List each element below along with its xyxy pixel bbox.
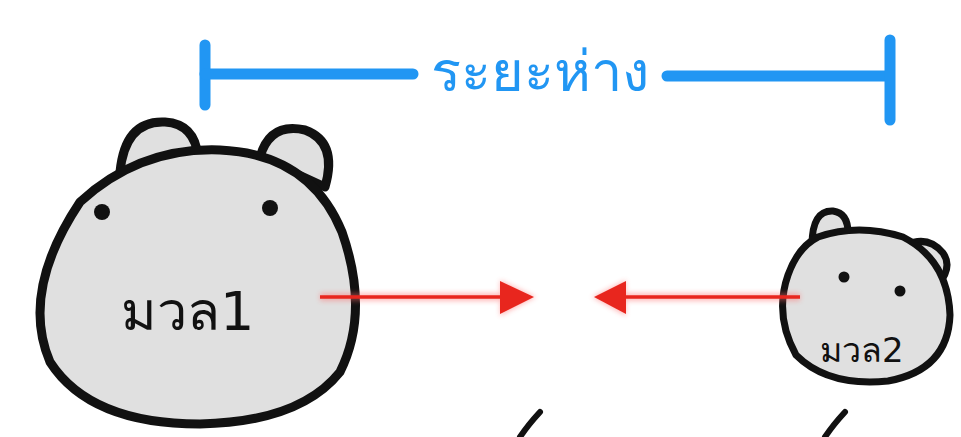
dimension-line (667, 71, 888, 82)
mass-blob: มวล1 (20, 112, 365, 430)
dimension-tick (885, 40, 896, 120)
stroke-fragment (520, 412, 540, 437)
arrow-head (594, 281, 626, 314)
mass-label: มวล1 (121, 282, 254, 341)
force-arrow (320, 295, 510, 299)
dimension-tick (200, 45, 211, 105)
distance-label: ระยะห่าง (427, 41, 653, 103)
mass-blob: มวล2 (778, 205, 954, 387)
stroke-fragment (825, 412, 845, 437)
dimension-line (205, 69, 413, 80)
mass-label: มวล2 (820, 332, 904, 369)
arrow-head (500, 281, 534, 314)
force-arrow (615, 295, 800, 299)
blob-outline (20, 112, 365, 430)
